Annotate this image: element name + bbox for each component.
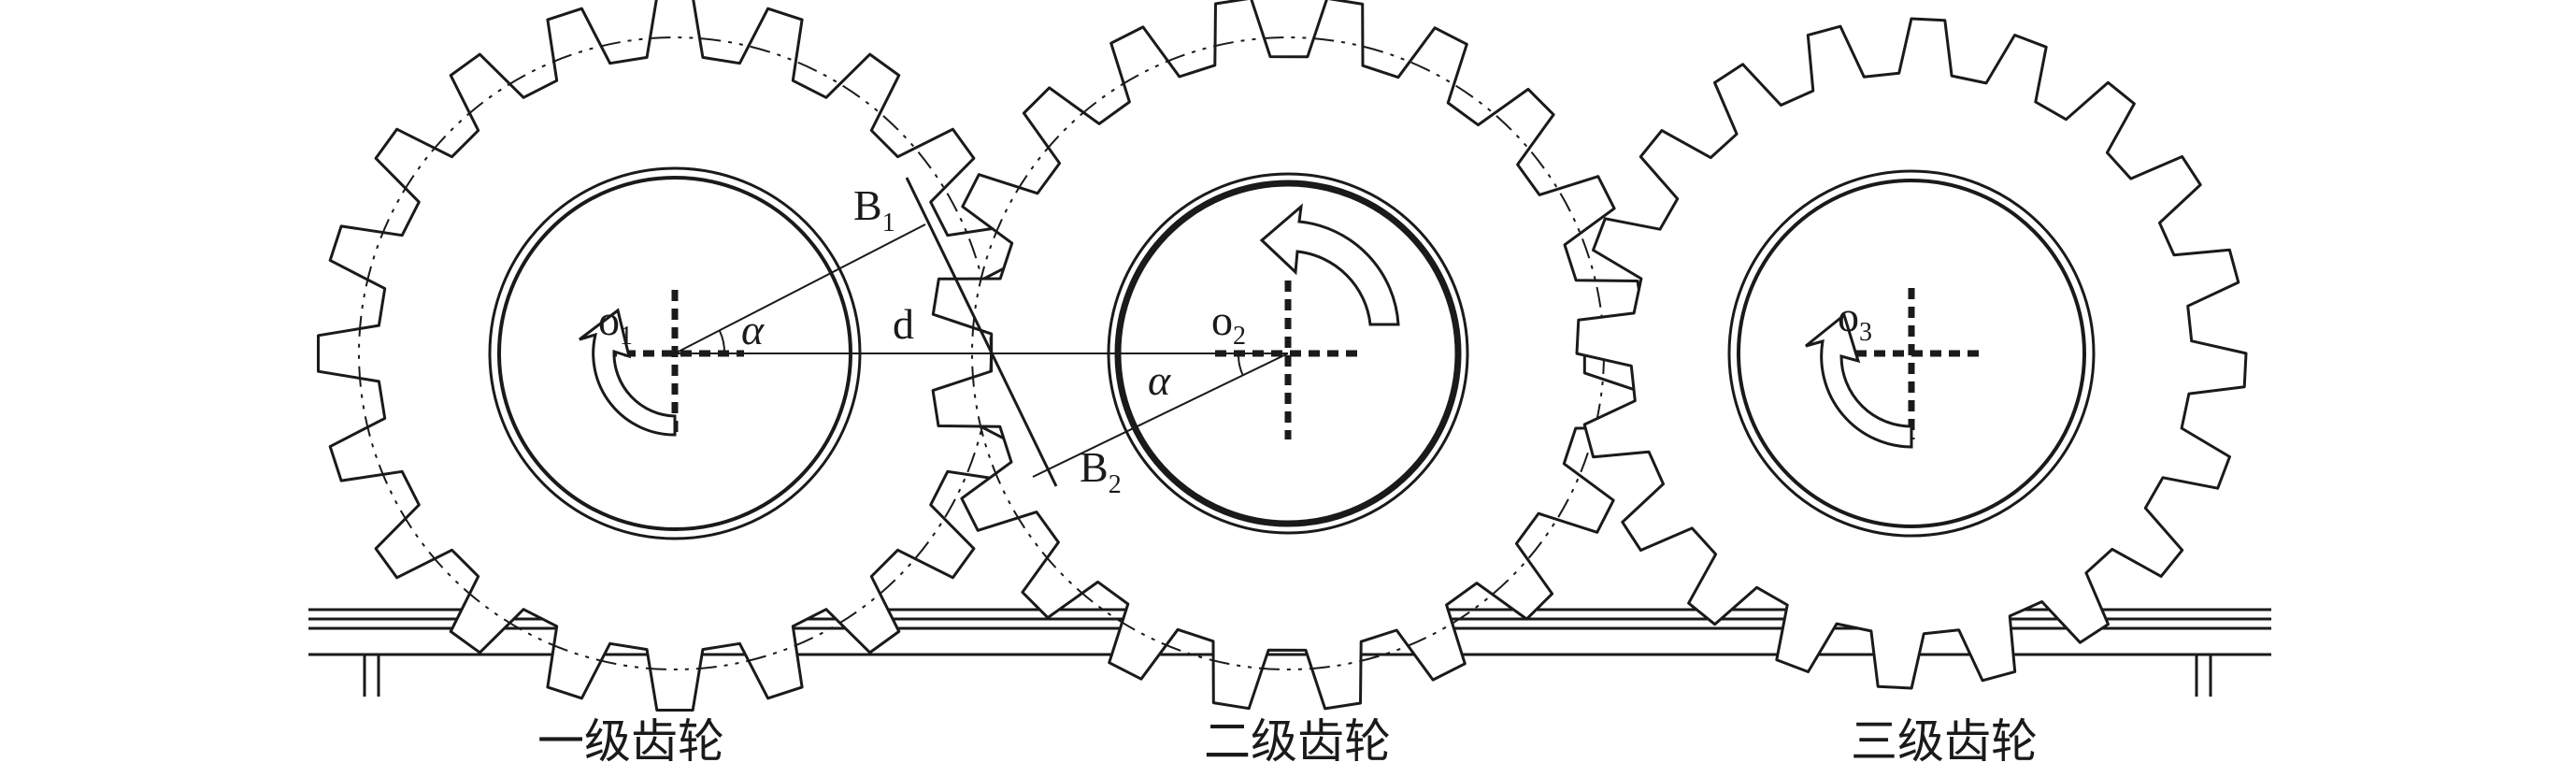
geometry-lines [674, 177, 1289, 487]
o1-label: o1 [598, 296, 633, 351]
o2-label: o2 [1211, 296, 1246, 351]
line-o2-b2 [1032, 353, 1289, 478]
distance-label: d [893, 300, 914, 348]
gear-3-hub-outer [1727, 169, 2096, 538]
line-o1-b1 [674, 223, 926, 354]
b1-label: B1 [853, 181, 895, 237]
caption-gear-1: 一级齿轮 [537, 714, 724, 769]
line-of-action [905, 177, 1058, 487]
angle-label-2: α [1148, 356, 1171, 404]
center-cross-2 [1215, 281, 1361, 439]
rotation-arrow-1 [579, 308, 677, 437]
caption-gear-3: 三级齿轮 [1851, 714, 2038, 769]
center-cross-3 [1837, 288, 1986, 439]
rotation-arrow-2 [1259, 203, 1400, 326]
rotation-arrow-3 [1805, 312, 1913, 449]
caption-gear-2: 二级齿轮 [1204, 714, 1391, 769]
angle-label-1: α [741, 306, 765, 353]
o3-label: o3 [1838, 293, 1872, 347]
b2-label: B2 [1080, 443, 1122, 499]
